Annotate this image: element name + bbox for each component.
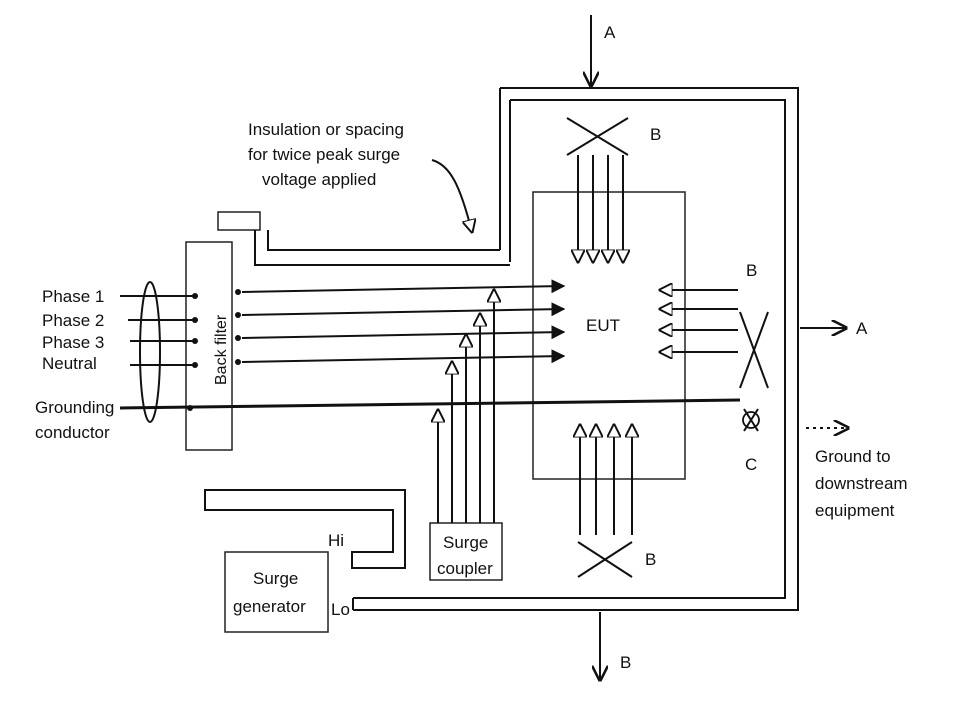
b-bottom-label: B	[620, 653, 631, 672]
right-emission-arrows	[660, 290, 769, 389]
surge-generator-label-2: generator	[233, 597, 306, 616]
surge-coupler-box	[429, 522, 503, 581]
phase1-label: Phase 1	[42, 287, 104, 306]
insulation-label-3: voltage applied	[262, 170, 376, 189]
neutral-label: Neutral	[42, 354, 97, 373]
lo-label: Lo	[331, 600, 350, 619]
top-emission-arrows	[566, 117, 628, 262]
ground-downstream-label-3: equipment	[815, 501, 895, 520]
back-filter-box	[185, 241, 233, 451]
b-right-label: B	[746, 261, 757, 280]
phase3-label: Phase 3	[42, 333, 104, 352]
grounding-conductor	[119, 398, 741, 411]
input-lines	[120, 281, 198, 423]
ground-downstream-label-1: Ground to	[815, 447, 891, 466]
a-top-label: A	[604, 23, 616, 42]
surge-generator-box	[224, 551, 329, 633]
hi-lead	[204, 489, 406, 569]
surge-generator-label-1: Surge	[253, 569, 298, 588]
enclosure	[352, 87, 799, 611]
bottom-emission-arrows	[578, 425, 632, 578]
insulation-pointer	[431, 159, 472, 232]
back-filter-label: Back filter	[213, 314, 230, 385]
b-top-label: B	[650, 125, 661, 144]
surge-coupler-label-1: Surge	[443, 533, 488, 552]
coupler-injection-arrows	[438, 290, 494, 523]
c-label: C	[745, 455, 757, 474]
ground-point-c	[742, 408, 760, 432]
eut-label: EUT	[586, 316, 620, 335]
hi-label: Hi	[328, 531, 344, 550]
b-bottom-inner-label: B	[645, 550, 656, 569]
grounding-label-1: Grounding	[35, 398, 114, 417]
a-right-label: A	[856, 319, 868, 338]
filtered-lines	[235, 279, 566, 365]
phase2-label: Phase 2	[42, 311, 104, 330]
insulation-label-2: for twice peak surge	[248, 145, 400, 164]
surge-coupler-label-2: coupler	[437, 559, 493, 578]
insulation-bar	[217, 211, 510, 266]
ground-downstream-label-2: downstream	[815, 474, 908, 493]
grounding-label-2: conductor	[35, 423, 110, 442]
insulation-label-1: Insulation or spacing	[248, 120, 404, 139]
